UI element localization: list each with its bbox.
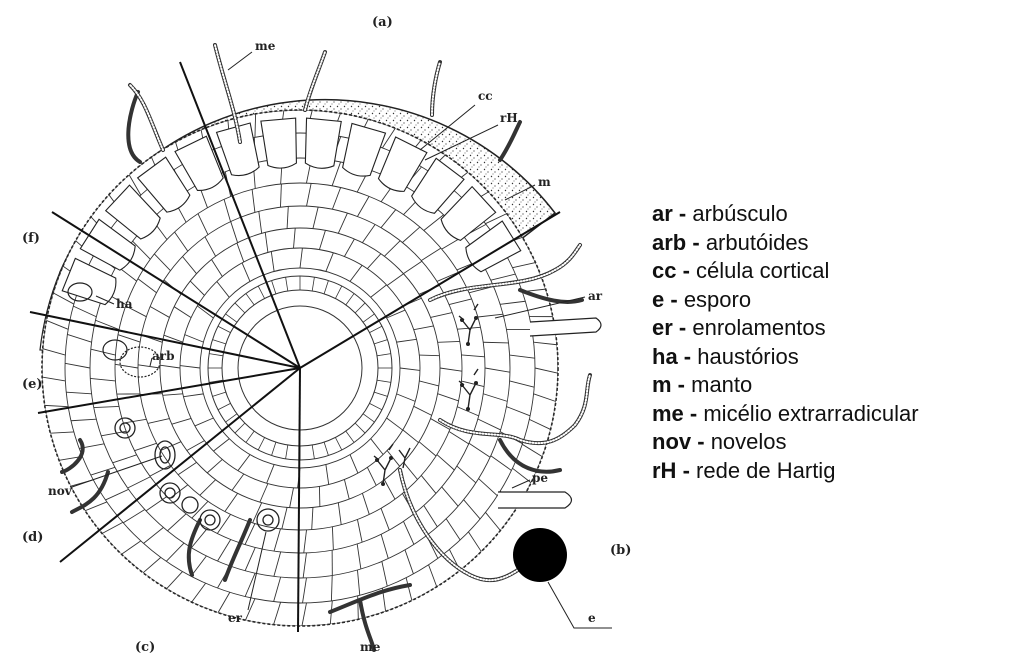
legend-separator: -: [673, 201, 693, 226]
legend-text: micélio extrarradicular: [703, 401, 918, 426]
panel-e-label: (e): [22, 377, 43, 392]
legend-separator: -: [691, 429, 711, 454]
legend-item-nov: nov - novelos: [652, 428, 1022, 457]
label-e: e: [588, 611, 596, 625]
legend-abbr: m: [652, 372, 672, 397]
label-arb: arb: [152, 349, 175, 363]
legend-item-me: me - micélio extrarradicular: [652, 400, 1022, 429]
legend-abbr: e: [652, 287, 664, 312]
mycorrhiza-root-diagram: (a) (b) (c) (d) (e) (f) me cc rH m ar ha…: [0, 0, 640, 657]
legend-text: haustórios: [697, 344, 799, 369]
legend-separator: -: [686, 230, 706, 255]
legend-separator: -: [664, 287, 684, 312]
legend-separator: -: [673, 315, 693, 340]
legend-item-ar: ar - arbúsculo: [652, 200, 1022, 229]
peg: [498, 492, 572, 508]
legend-item-cc: cc - célula cortical: [652, 257, 1022, 286]
label-ha: ha: [116, 297, 133, 311]
legend-abbr: nov: [652, 429, 691, 454]
legend-abbr: me: [652, 401, 684, 426]
panel-c-label: (c): [135, 640, 155, 655]
legend-text: célula cortical: [696, 258, 829, 283]
cell-wall: [419, 355, 439, 356]
label-me-bottom: me: [360, 640, 381, 654]
legend-separator: -: [676, 258, 696, 283]
legend-separator: -: [684, 401, 704, 426]
legend-separator: -: [672, 372, 692, 397]
legend-separator: -: [676, 458, 696, 483]
legend-item-er: er - enrolamentos: [652, 314, 1022, 343]
panel-f-label: (f): [22, 231, 40, 246]
legend-item-rh: rH - rede de Hartig: [652, 457, 1022, 486]
legend-text: arbúsculo: [692, 201, 787, 226]
legend-text: enrolamentos: [692, 315, 825, 340]
label-me-top: me: [255, 39, 276, 53]
label-ar: ar: [588, 289, 603, 303]
panel-d-label: (d): [22, 530, 43, 545]
label-nov: nov: [48, 484, 73, 498]
legend-item-ha: ha - haustórios: [652, 343, 1022, 372]
legend-item-arb: arb - arbutóides: [652, 229, 1022, 258]
legend-abbr: cc: [652, 258, 676, 283]
spore: [513, 528, 567, 582]
legend-abbr: rH: [652, 458, 676, 483]
legend-text: esporo: [684, 287, 751, 312]
label-cc: cc: [478, 89, 493, 103]
legend-abbr: ha: [652, 344, 678, 369]
legend-abbr: ar: [652, 201, 673, 226]
legend-item-e: e - esporo: [652, 286, 1022, 315]
label-er: er: [228, 611, 243, 625]
legend-abbr: er: [652, 315, 673, 340]
spore-leader: [548, 582, 612, 628]
legend-item-m: m - manto: [652, 371, 1022, 400]
legend-text: arbutóides: [706, 230, 809, 255]
panel-a-label: (a): [372, 15, 393, 30]
panel-b-label: (b): [610, 543, 631, 558]
legend-text: rede de Hartig: [696, 458, 835, 483]
label-m: m: [538, 175, 551, 189]
legend-separator: -: [678, 344, 698, 369]
legend-abbr: arb: [652, 230, 686, 255]
label-pe: pe: [532, 471, 548, 485]
label-rH: rH: [500, 111, 518, 125]
legend-text: novelos: [711, 429, 787, 454]
legend-text: manto: [691, 372, 752, 397]
